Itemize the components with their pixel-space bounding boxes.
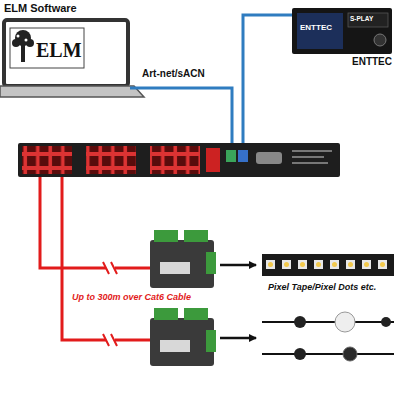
pixel-decoder: [150, 308, 216, 366]
pixel-dots: [262, 312, 394, 361]
pixel-controller: [18, 143, 340, 177]
pixel-decoder: [150, 230, 216, 288]
protocol-label: Art-net/sACN: [140, 68, 207, 80]
pixel-tape: [262, 254, 394, 276]
output-label: Pixel Tape/Pixel Dots etc.: [266, 282, 378, 292]
cat6-cable: [62, 177, 150, 340]
logo-text: ELM: [36, 39, 82, 61]
splay-device: [292, 8, 392, 54]
device-caption: ENTTEC: [352, 56, 392, 67]
laptop: [0, 20, 144, 97]
software-heading: ELM Software: [4, 2, 77, 14]
network-cable: [243, 15, 292, 150]
device-model: S-PLAY: [350, 15, 373, 22]
laptop-node: ELM SoftwareELM: [0, 2, 146, 100]
cat6-cable: [40, 177, 150, 268]
cable-note: Up to 300m over Cat6 Cable: [70, 292, 193, 302]
network-cable: [130, 88, 232, 150]
device-brand: ENTTEC: [300, 24, 332, 33]
device-node: ENTTEC S-PLAY ENTTEC: [290, 4, 400, 72]
